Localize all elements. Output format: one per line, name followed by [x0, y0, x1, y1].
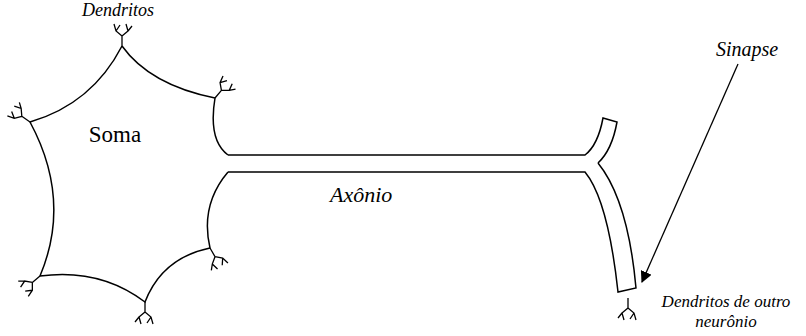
synapse-leader: [642, 64, 738, 282]
part-label: Axônio: [330, 182, 440, 207]
part-label: Dendritos de outro neurônio: [650, 292, 802, 331]
soma-region: Soma: [40, 100, 190, 170]
axon: [228, 118, 636, 292]
soma-label: Soma: [89, 122, 141, 148]
soma-outline: [30, 46, 228, 302]
part-label: Sinapse: [716, 38, 802, 61]
soma-dendrites: [7, 24, 236, 324]
part-label: Dendritos: [82, 0, 182, 21]
other-neuron-dendrites: [618, 298, 636, 320]
